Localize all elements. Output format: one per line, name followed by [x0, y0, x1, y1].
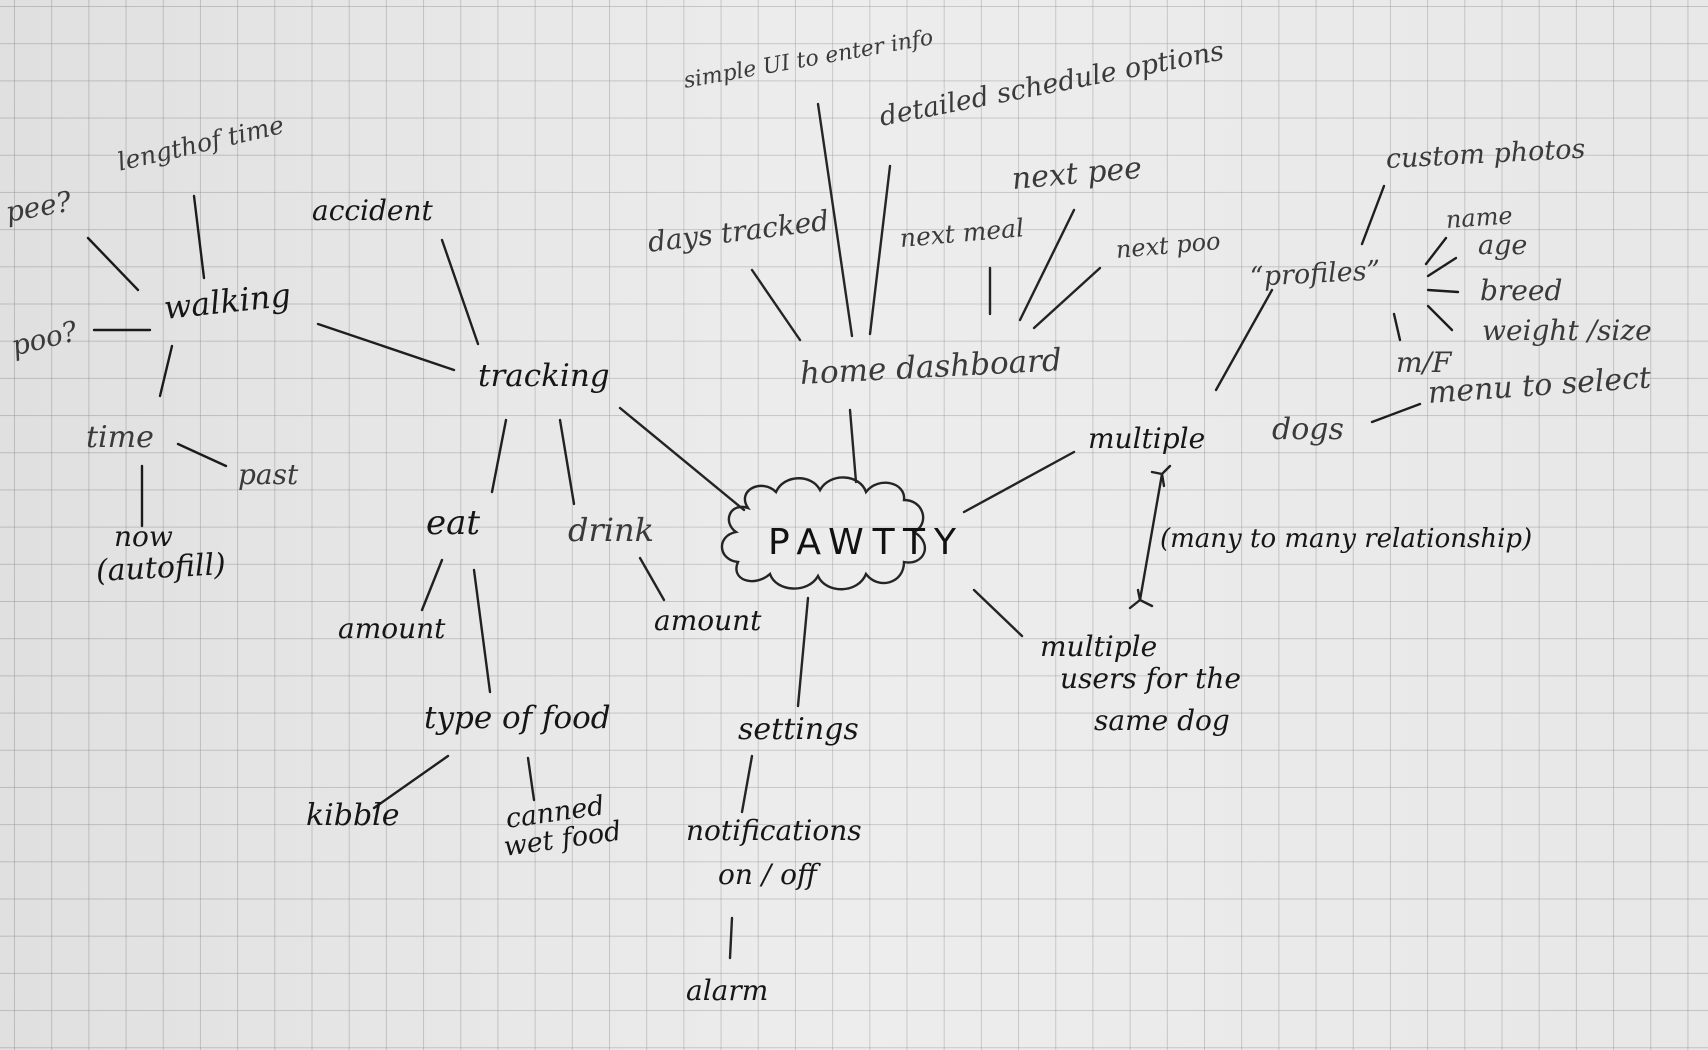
label-notifications-line2: on / off [718, 858, 817, 891]
label-age: age [1478, 230, 1528, 261]
label-alarm: alarm [686, 974, 769, 1007]
connector-center-settings [796, 596, 810, 708]
label-dogs: dogs [1272, 412, 1344, 447]
connector-center-tracking [618, 406, 746, 512]
label-multiple-users-line2: users for the [1060, 662, 1241, 695]
label-drink: drink [568, 511, 655, 549]
label-settings: settings [738, 712, 859, 747]
label-weight-size: weight /size [1482, 314, 1652, 347]
label-tracking: tracking [478, 358, 610, 394]
label-kibble: kibble [306, 798, 400, 833]
label-name: name [1444, 201, 1514, 234]
label-time: time [86, 420, 154, 455]
connector-center-multiple-users [972, 588, 1024, 638]
label-multiple-users-line3: same dog [1094, 704, 1230, 737]
label-past: past [238, 458, 299, 491]
label-mf: m/F [1396, 346, 1452, 379]
label-notifications-line1: notifications [686, 814, 862, 847]
center-node-title: PAWTTY [768, 522, 965, 563]
label-breed: breed [1480, 274, 1563, 307]
label-multiple-users-line1: multiple [1040, 630, 1158, 663]
connector-center-home [848, 408, 858, 484]
label-multiple: multiple [1088, 422, 1206, 455]
label-autofill: (autofill) [95, 547, 227, 589]
connector-center-multiple [962, 450, 1076, 514]
label-profiles: “profiles” [1249, 255, 1382, 293]
label-many-to-many: (many to many relationship) [1160, 524, 1533, 554]
label-accident: accident [312, 194, 433, 227]
center-cloud [720, 476, 926, 591]
label-amount-eat: amount [338, 612, 446, 645]
label-type-of-food: type of food [424, 700, 611, 736]
label-amount-drink: amount [654, 604, 762, 637]
label-now: now [114, 520, 173, 553]
label-eat: eat [426, 503, 481, 543]
